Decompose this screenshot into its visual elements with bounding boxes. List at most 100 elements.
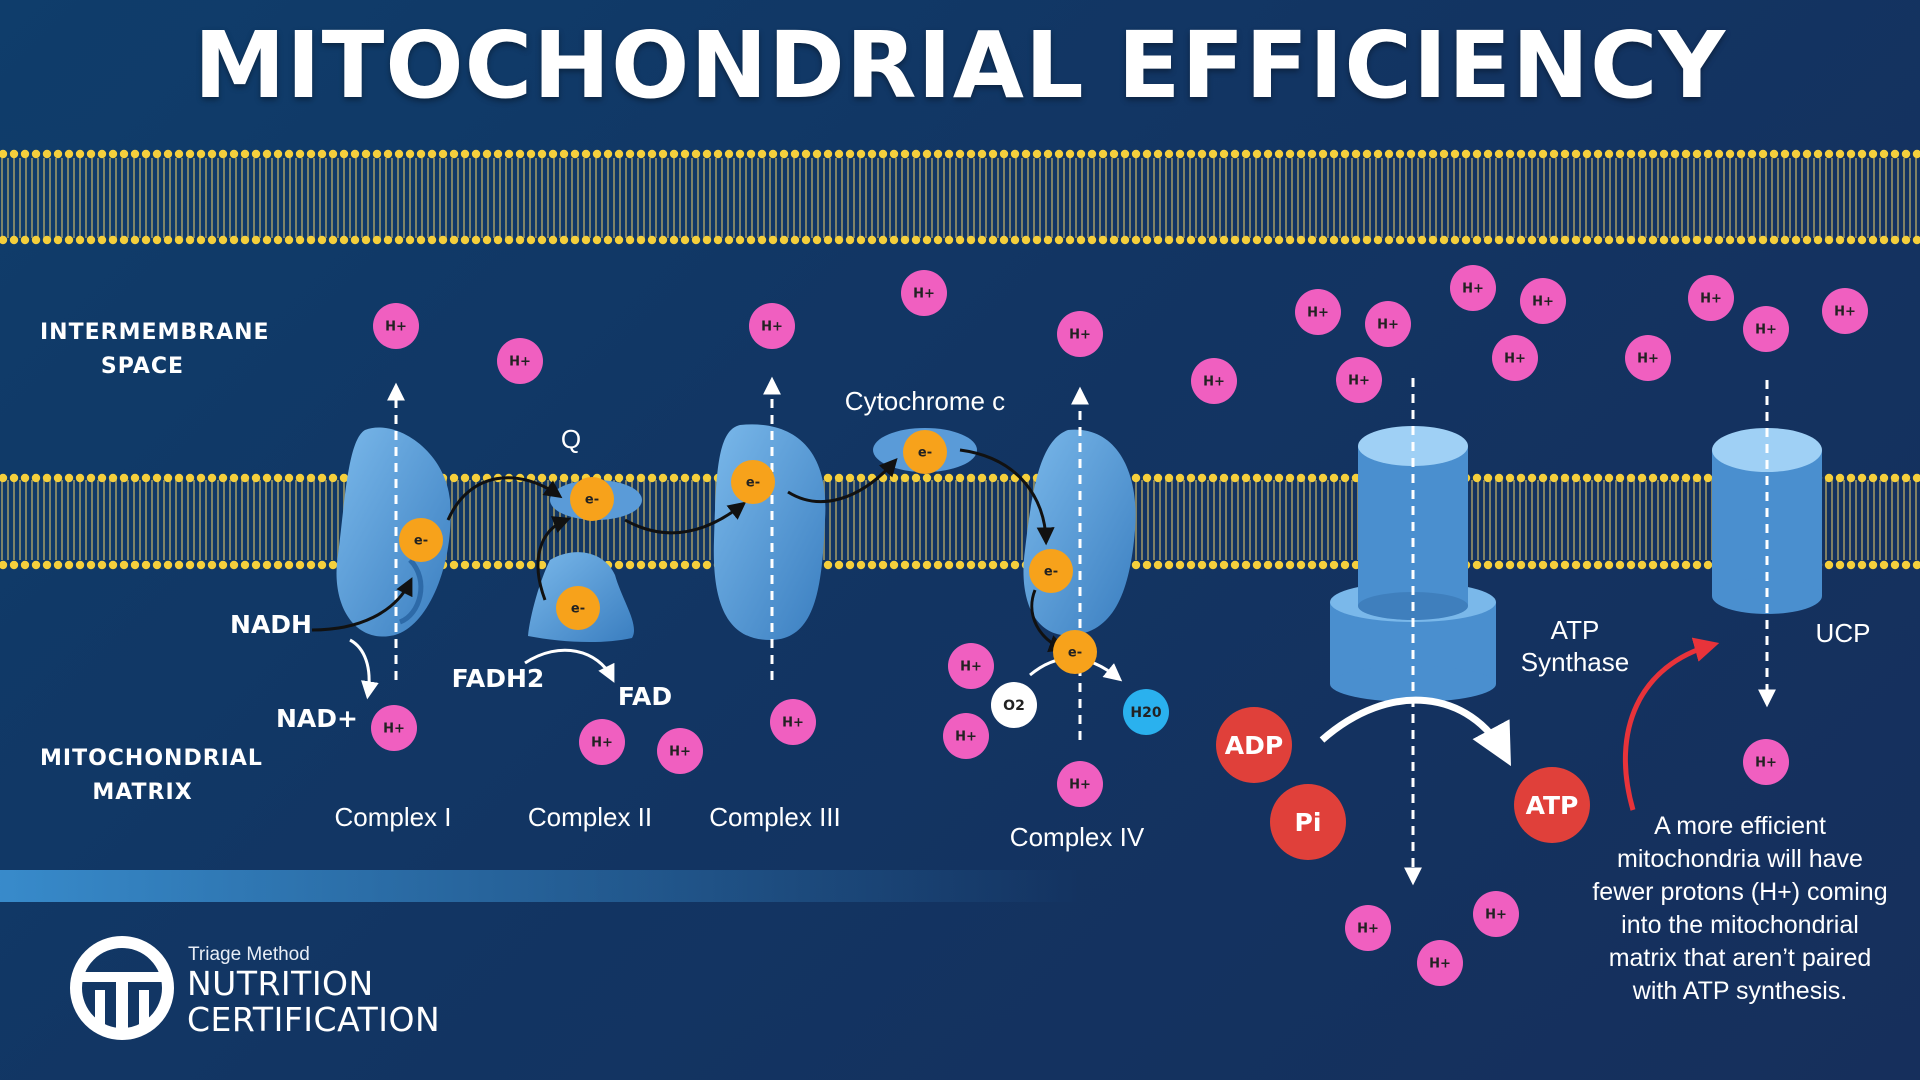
intermembrane-space-label: INTERMEMBRANE SPACE xyxy=(40,320,270,379)
pi-molecule: Pi xyxy=(1270,784,1346,860)
atp-synthase-label: ATP Synthase xyxy=(1520,615,1630,677)
electron-4-text: e- xyxy=(918,446,932,461)
adp-molecule: ADP xyxy=(1216,707,1292,783)
water-molecule-text: H20 xyxy=(1130,705,1161,721)
proton-h-plus-27-text: H+ xyxy=(1429,957,1451,972)
proton-h-plus-19-text: H+ xyxy=(669,745,691,760)
efficiency-note: A more efficient mitochondria will have … xyxy=(1592,812,1888,1005)
page-title: MITOCHONDRIAL EFFICIENCY xyxy=(193,12,1727,119)
proton-h-plus-23: H+ xyxy=(1057,761,1103,807)
atp-synthesis-arrow xyxy=(1319,696,1511,767)
proton-h-plus-27: H+ xyxy=(1417,940,1463,986)
electron-6: e- xyxy=(1053,630,1097,674)
proton-h-plus-25: H+ xyxy=(1345,905,1391,951)
proton-h-plus-21-text: H+ xyxy=(960,660,982,675)
proton-h-plus-7: H+ xyxy=(1295,289,1341,335)
proton-h-plus-21: H+ xyxy=(948,643,994,689)
proton-h-plus-14: H+ xyxy=(1688,275,1734,321)
proton-h-plus-17-text: H+ xyxy=(383,722,405,737)
brand-title: NUTRITION CERTIFICATION xyxy=(187,964,441,1039)
proton-h-plus-15: H+ xyxy=(1743,306,1789,352)
proton-h-plus-26: H+ xyxy=(1473,891,1519,937)
electron-arrows xyxy=(311,448,1068,653)
proton-h-plus-9-text: H+ xyxy=(1462,282,1484,297)
proton-h-plus-7-text: H+ xyxy=(1307,306,1329,321)
inner-membrane xyxy=(0,473,1920,570)
water-molecule: H20 xyxy=(1123,689,1169,735)
proton-h-plus-4: H+ xyxy=(901,270,947,316)
cytochrome-c-label: Cytochrome c xyxy=(844,386,1006,416)
proton-h-plus-4-text: H+ xyxy=(913,287,935,302)
proton-h-plus-11: H+ xyxy=(1492,335,1538,381)
proton-h-plus-20-text: H+ xyxy=(782,716,804,731)
proton-h-plus-22-text: H+ xyxy=(955,730,977,745)
electron-2-text: e- xyxy=(585,493,599,508)
electron-7-text: e- xyxy=(571,602,585,617)
fad-label: FAD xyxy=(617,682,673,711)
proton-h-plus-15-text: H+ xyxy=(1755,323,1777,338)
proton-h-plus-10: H+ xyxy=(1520,278,1566,324)
proton-h-plus-8: H+ xyxy=(1365,301,1411,347)
proton-h-plus-6: H+ xyxy=(1191,358,1237,404)
proton-h-plus-2-text: H+ xyxy=(509,355,531,370)
proton-h-plus-13: H+ xyxy=(1625,335,1671,381)
proton-h-plus-16: H+ xyxy=(1822,288,1868,334)
complex-iii-protein xyxy=(713,424,826,640)
proton-h-plus-5: H+ xyxy=(1057,311,1103,357)
oxygen-molecule: O2 xyxy=(991,682,1037,728)
proton-h-plus-12-text: H+ xyxy=(1348,374,1370,389)
proton-h-plus-24: H+ xyxy=(1743,739,1789,785)
electron-7: e- xyxy=(556,586,600,630)
complex-iii-label: Complex III xyxy=(709,802,841,832)
proton-h-plus-24-text: H+ xyxy=(1755,756,1777,771)
proton-h-plus-13-text: H+ xyxy=(1637,352,1659,367)
complex-i-protein xyxy=(336,427,451,637)
outer-membrane xyxy=(0,149,1920,245)
q-label: Q xyxy=(560,424,582,454)
proton-h-plus-10-text: H+ xyxy=(1532,295,1554,310)
complex-iv-label: Complex IV xyxy=(1009,822,1145,852)
electron-2: e- xyxy=(570,477,614,521)
proton-h-plus-2: H+ xyxy=(497,338,543,384)
proton-h-plus-18-text: H+ xyxy=(591,736,613,751)
proton-h-plus-11-text: H+ xyxy=(1504,352,1526,367)
proton-h-plus-16-text: H+ xyxy=(1834,305,1856,320)
electron-3: e- xyxy=(731,460,775,504)
nad-label: NAD+ xyxy=(276,704,358,733)
ucp-protein xyxy=(1712,428,1822,614)
ucp-label: UCP xyxy=(1815,618,1871,648)
divider-bar xyxy=(0,870,1080,902)
proton-h-plus-1: H+ xyxy=(373,303,419,349)
pi-molecule-text: Pi xyxy=(1295,808,1322,837)
proton-h-plus-3-text: H+ xyxy=(761,320,783,335)
proton-h-plus-12: H+ xyxy=(1336,357,1382,403)
atp-molecule: ATP xyxy=(1514,767,1590,843)
brand-logo xyxy=(70,936,174,1040)
nadh-label: NADH xyxy=(230,610,312,639)
electron-5: e- xyxy=(1029,549,1073,593)
electron-5-text: e- xyxy=(1044,565,1058,580)
proton-h-plus-14-text: H+ xyxy=(1700,292,1722,307)
proton-h-plus-3: H+ xyxy=(749,303,795,349)
proton-h-plus-18: H+ xyxy=(579,719,625,765)
electron-3-text: e- xyxy=(746,476,760,491)
proton-h-plus-22: H+ xyxy=(943,713,989,759)
complex-ii-label: Complex II xyxy=(527,802,653,832)
proton-h-plus-5-text: H+ xyxy=(1069,328,1091,343)
proton-h-plus-8-text: H+ xyxy=(1377,318,1399,333)
adp-molecule-text: ADP xyxy=(1225,731,1283,760)
proton-h-plus-1-text: H+ xyxy=(385,320,407,335)
note-pointer-arrow xyxy=(1623,637,1720,811)
proton-paths xyxy=(387,376,1776,886)
electron-6-text: e- xyxy=(1068,646,1082,661)
proton-h-plus-25-text: H+ xyxy=(1357,922,1379,937)
atp-molecule-text: ATP xyxy=(1526,791,1579,820)
brand-subtitle: Triage Method xyxy=(188,944,310,965)
fadh2-label: FADH2 xyxy=(451,664,545,693)
proton-h-plus-6-text: H+ xyxy=(1203,375,1225,390)
matrix-label: MITOCHONDRIAL MATRIX xyxy=(40,746,263,805)
proton-h-plus-9: H+ xyxy=(1450,265,1496,311)
complex-i-label: Complex I xyxy=(334,802,452,832)
electron-4: e- xyxy=(903,430,947,474)
